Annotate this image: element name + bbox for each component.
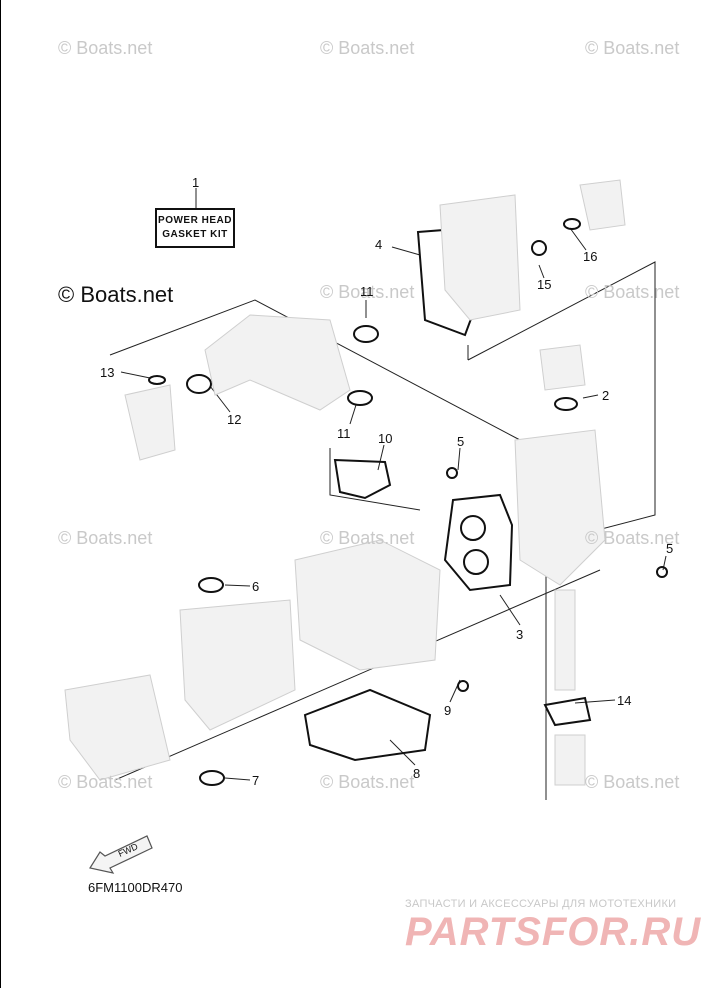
watermark: © Boats.net [585, 282, 680, 302]
part-3-head-gasket [443, 493, 514, 592]
leader-4 [391, 246, 421, 256]
leader-6 [224, 584, 251, 587]
ghost-crankshaft [179, 599, 296, 731]
part-14-gasket [543, 696, 592, 727]
ghost-thermostat [579, 179, 626, 231]
callout-12: 12 [227, 412, 242, 427]
part-15-oring [531, 240, 547, 256]
callout-6: 6 [252, 579, 260, 594]
watermark-dark: © Boats.net [58, 282, 174, 307]
watermark: © Boats.net [585, 772, 680, 792]
ghost-cylinder-cover [439, 194, 521, 321]
part-11b-seal [347, 390, 373, 406]
watermark: © Boats.net [58, 528, 153, 548]
callout-10: 10 [378, 431, 393, 446]
leader-11b [349, 404, 357, 425]
callout-15: 15 [537, 277, 552, 292]
leader-14 [574, 699, 616, 704]
part-2-seal [554, 397, 578, 411]
watermark: © Boats.net [585, 38, 680, 58]
brand-logo: PARTSFOR.RU [405, 910, 702, 954]
assembly-axis-exhaust [109, 299, 521, 441]
leader-13 [120, 371, 151, 379]
part-3-bore-2 [463, 549, 489, 575]
part-10-gasket [333, 458, 392, 500]
part-9-oring [457, 680, 469, 692]
ghost-crankcase [294, 539, 441, 671]
leader-12 [209, 385, 231, 413]
ghost-camshaft [554, 589, 576, 691]
leader-7 [224, 777, 251, 781]
kit-label-line2: GASKET KIT [162, 229, 228, 240]
assembly-frame-10 [329, 448, 421, 511]
callout-5a: 5 [457, 434, 465, 449]
part-7-seal [199, 770, 225, 786]
leader-5a [457, 447, 461, 471]
ghost-oil-pump [554, 734, 586, 786]
brand-tagline: ЗАПЧАСТИ И АКСЕССУАРЫ ДЛЯ МОТОТЕХНИКИ [405, 898, 677, 910]
part-16-oring [563, 218, 581, 230]
watermark: © Boats.net [320, 528, 415, 548]
callout-13: 13 [100, 365, 115, 380]
leader-16 [569, 227, 587, 251]
watermark: © Boats.net [58, 38, 153, 58]
callout-1: 1 [192, 175, 200, 190]
callout-3: 3 [516, 627, 524, 642]
callout-7: 7 [252, 773, 260, 788]
part-3-bore-1 [460, 515, 486, 541]
callout-8: 8 [413, 766, 421, 781]
frame-edge [0, 0, 1, 988]
part-13-oring [148, 375, 166, 385]
ghost-exhaust-cover [124, 384, 176, 461]
watermark: © Boats.net [320, 282, 415, 302]
diagram-code: 6FM1100DR470 [88, 880, 183, 895]
ghost-exhaust-manifold [204, 314, 351, 411]
watermark: © Boats.net [320, 38, 415, 58]
part-11a-seal [353, 325, 379, 343]
leader-10 [377, 444, 385, 471]
callout-16: 16 [583, 249, 598, 264]
kit-label-line1: POWER HEAD [158, 215, 232, 226]
callout-11b: 11 [337, 426, 351, 441]
callout-4: 4 [375, 237, 383, 252]
callout-2: 2 [602, 388, 610, 403]
callout-11a: 11 [360, 284, 374, 299]
assembly-axis-lower [114, 569, 601, 781]
part-6-seal [198, 577, 224, 593]
watermark: © Boats.net [320, 772, 415, 792]
callout-9: 9 [444, 703, 452, 718]
part-5b-oring [656, 566, 668, 578]
part-8-base-gasket [303, 688, 432, 762]
callout-5b: 5 [666, 541, 674, 556]
leader-2 [582, 394, 599, 399]
watermark: © Boats.net [585, 528, 680, 548]
ghost-cylinder-head [514, 429, 606, 586]
callout-14: 14 [617, 693, 632, 708]
leader-3 [499, 594, 521, 626]
part-5a-oring [446, 467, 458, 479]
ghost-flywheel-gear [539, 344, 586, 391]
part-12-gasket [186, 374, 212, 394]
kit-label-box: POWER HEAD GASKET KIT [155, 208, 235, 248]
ghost-lower-case [64, 674, 171, 781]
fwd-arrow-icon [89, 835, 153, 874]
watermark: © Boats.net [58, 772, 153, 792]
leader-15 [538, 264, 545, 279]
